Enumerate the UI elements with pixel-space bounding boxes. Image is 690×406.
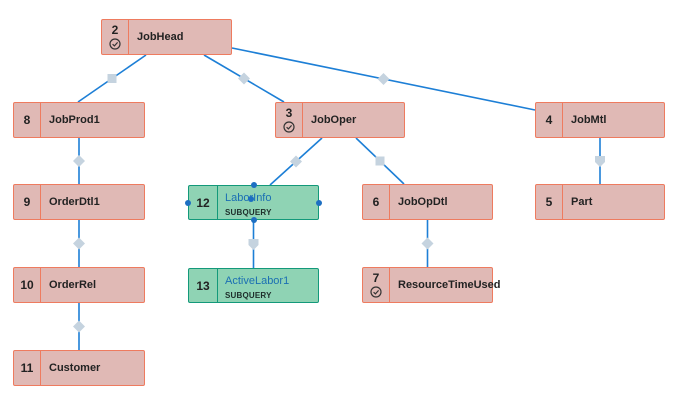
join-marker-9-10-icon[interactable] [73, 237, 85, 250]
node-orderrel[interactable]: 10 OrderRel [13, 267, 145, 303]
connection-handle[interactable] [185, 199, 191, 206]
node-label: Customer [49, 362, 101, 374]
join-marker-2-4-icon[interactable] [377, 73, 390, 85]
node-label: JobMtl [571, 114, 607, 126]
join-marker-2-3-icon[interactable] [238, 72, 250, 85]
node-jobprod1[interactable]: 8 JobProd1 [13, 102, 145, 138]
join-marker-3-6-icon[interactable] [375, 156, 385, 166]
node-jobopdtl[interactable]: 6 JobOpDtl [362, 184, 493, 220]
node-label: JobHead [137, 31, 184, 43]
node-label: ActiveLabor1 [225, 275, 290, 287]
node-number: 8 [23, 113, 31, 127]
node-part[interactable]: 5 Part [535, 184, 665, 220]
check-circle-icon [109, 38, 121, 50]
connection-handle[interactable] [316, 199, 322, 206]
node-number: 12 [196, 195, 210, 210]
node-orderdtl1[interactable]: 9 OrderDtl1 [13, 184, 145, 220]
join-marker-8-9-icon[interactable] [73, 155, 85, 167]
node-number: 3 [285, 106, 293, 120]
node-label: Part [571, 196, 593, 208]
node-number: 5 [545, 195, 553, 209]
connection-handle[interactable] [250, 182, 257, 188]
node-number: 13 [196, 278, 210, 293]
node-tag: SUBQUERY [225, 208, 272, 217]
node-label: JobOper [311, 114, 357, 126]
node-label: JobOpDtl [398, 196, 448, 208]
node-number-cell: 9 [14, 185, 41, 219]
node-customer[interactable]: 11 Customer [13, 350, 145, 386]
join-marker-4-5-icon[interactable] [595, 156, 605, 167]
node-number-cell: 7 [363, 268, 390, 302]
join-marker-6-7-icon[interactable] [421, 237, 434, 250]
node-number-cell: 6 [363, 185, 390, 219]
node-label: OrderRel [49, 279, 97, 291]
node-number: 9 [23, 195, 31, 209]
node-label: OrderDtl1 [49, 196, 100, 208]
node-jobmtl[interactable]: 4 JobMtl [535, 102, 665, 138]
node-number: 7 [372, 271, 380, 285]
node-number: 11 [20, 361, 34, 375]
connection-handle[interactable] [247, 196, 254, 202]
node-number-cell: 2 [102, 20, 129, 54]
join-marker-10-11-icon[interactable] [73, 320, 85, 333]
node-number-cell: 11 [14, 351, 41, 385]
node-number: 10 [20, 278, 34, 292]
node-tag: SUBQUERY [225, 291, 272, 300]
check-circle-icon [370, 286, 382, 298]
node-number-cell: 8 [14, 103, 41, 137]
node-number-cell: 4 [536, 103, 563, 137]
node-laborinfo[interactable]: 12LaborInfoSUBQUERY [188, 185, 319, 220]
node-number-cell: 5 [536, 185, 563, 219]
join-marker-12-13-icon[interactable] [248, 239, 259, 250]
node-number: 6 [372, 195, 380, 209]
node-label: JobProd1 [49, 114, 100, 126]
join-marker-2-8-icon[interactable] [107, 74, 117, 83]
connection-handle[interactable] [250, 217, 257, 223]
check-circle-icon [283, 121, 295, 133]
node-number: 2 [111, 23, 119, 37]
node-number: 4 [545, 113, 553, 127]
node-number-cell: 12 [189, 186, 218, 219]
node-number-cell: 13 [189, 269, 218, 302]
node-number-cell: 10 [14, 268, 41, 302]
join-marker-3-12-icon[interactable] [290, 155, 302, 168]
node-label: ResourceTimeUsed [398, 279, 501, 291]
node-number-cell: 3 [276, 103, 303, 137]
